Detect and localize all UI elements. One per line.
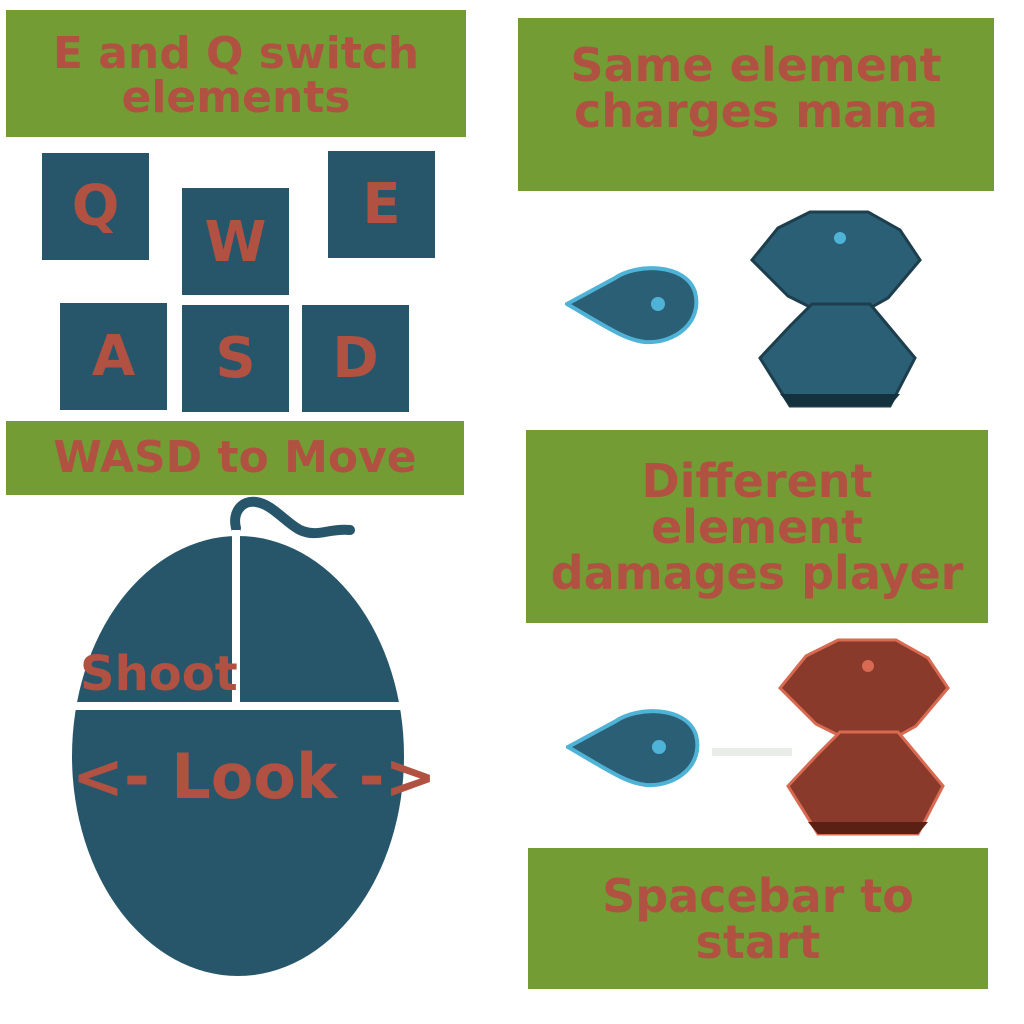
move-text: WASD to Move: [53, 432, 417, 483]
start-text: Spacebar to start: [602, 868, 914, 969]
start-banner: Spacebar to start: [528, 848, 988, 989]
key-e-label: E: [362, 172, 401, 237]
mouse-body: [72, 536, 404, 976]
switch-elements-banner: E and Q switch elements: [6, 10, 466, 137]
key-q: Q: [42, 153, 149, 260]
switch-elements-text: E and Q switch elements: [52, 27, 420, 123]
mouse-horizontal-divider: [60, 702, 420, 710]
water-enemy-icon: [750, 210, 922, 408]
same-element-text: Same element charges mana: [570, 38, 942, 138]
mouse-icon: [60, 496, 420, 976]
key-w-label: W: [204, 210, 267, 275]
key-a-label: A: [91, 324, 136, 389]
same-element-banner: Same element charges mana: [518, 18, 994, 191]
projectile-trail: [712, 748, 792, 756]
key-a: A: [60, 303, 167, 410]
key-e: E: [328, 151, 435, 258]
key-s: S: [182, 305, 289, 412]
water-projectile-2-icon: [566, 709, 700, 788]
key-s-label: S: [215, 326, 256, 391]
key-w: W: [182, 188, 289, 295]
mouse-cable: [230, 496, 355, 539]
different-element-banner: Different element damages player: [526, 430, 988, 623]
fire-enemy-icon: [778, 638, 950, 836]
key-d-label: D: [332, 326, 379, 391]
look-label: <- Look ->: [72, 740, 437, 813]
different-element-text: Different element damages player: [550, 453, 964, 600]
mouse-button-divider: [232, 530, 240, 710]
move-banner: WASD to Move: [6, 421, 464, 495]
key-q-label: Q: [71, 174, 120, 239]
water-projectile-icon: [565, 266, 699, 345]
shoot-label: Shoot: [80, 646, 238, 702]
key-d: D: [302, 305, 409, 412]
